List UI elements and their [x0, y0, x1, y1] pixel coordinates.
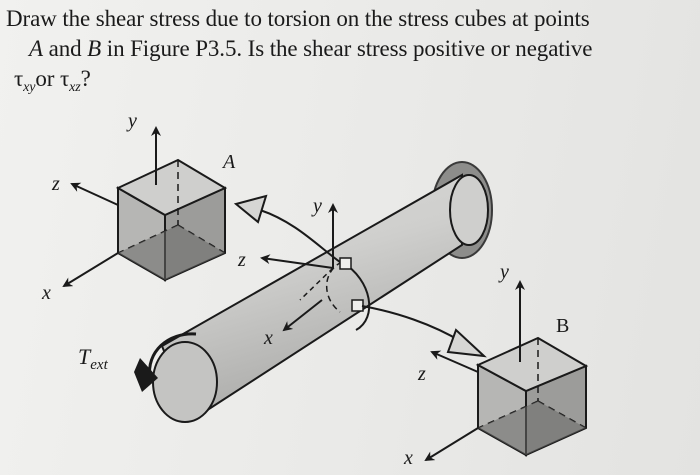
- shaft-x-axis: [282, 299, 323, 332]
- cube-a-y-label: y: [126, 110, 137, 132]
- cube-a-x-label: x: [41, 282, 51, 304]
- leader-arrow-b-head: [446, 328, 487, 358]
- cube-b-x-axis: [424, 427, 479, 462]
- leader-arrow-to-b: [361, 305, 463, 343]
- shaft-z-axis: [260, 254, 334, 269]
- problem-line-2: A and B in Figure P3.5. Is the shear str…: [6, 34, 696, 64]
- cube-b-x-label: x: [403, 447, 413, 469]
- shaft-far-end: [449, 174, 489, 246]
- cube-b-y-label: y: [498, 261, 509, 283]
- stress-cube-a: y z x A: [41, 110, 236, 304]
- subscript-xz: xz: [69, 80, 81, 95]
- external-torque: Text: [78, 332, 197, 392]
- problem-line-3: τxyor τxz?: [6, 64, 696, 98]
- element-marker-b: [351, 299, 364, 312]
- question-mark: ?: [80, 66, 91, 91]
- cube-a-z-label: z: [51, 173, 60, 195]
- stress-cube-b: y z x B: [403, 261, 589, 469]
- cube-b-top-face: [475, 336, 589, 393]
- problem-text-or: or: [35, 66, 60, 91]
- torque-arrowhead: [134, 358, 158, 392]
- torque-label: Text: [78, 344, 109, 373]
- shaft-near-end: [152, 341, 218, 423]
- cube-b-z-axis: [430, 350, 479, 373]
- problem-text-2: in Figure P3.5. Is the shear stress posi…: [101, 36, 593, 61]
- shaft-x-label: x: [263, 327, 273, 349]
- cube-b-bottom-shade: [478, 401, 586, 455]
- problem-line-1: Draw the shear stress due to torsion on …: [6, 4, 696, 34]
- point-b-ref: B: [87, 36, 102, 61]
- torque-symbol: T: [78, 344, 92, 369]
- problem-text-and: and: [42, 36, 88, 61]
- shaft-y-label: y: [311, 195, 322, 217]
- element-marker-a: [339, 257, 352, 270]
- cube-a-top-face: [115, 158, 228, 217]
- shaft-z-label: z: [237, 249, 246, 271]
- tau-symbol-1: τ: [14, 66, 24, 91]
- torque-subscript: ext: [90, 357, 108, 373]
- shaft-section-cut-back: [325, 261, 343, 313]
- cube-a-z-axis: [70, 182, 119, 206]
- point-b-label: B: [556, 315, 569, 337]
- shaft: [152, 161, 493, 423]
- problem-text-1: Draw the shear stress due to torsion on …: [6, 6, 590, 31]
- subscript-xy: xy: [23, 80, 36, 95]
- problem-statement: Draw the shear stress due to torsion on …: [6, 4, 696, 98]
- leader-arrow-to-a: [259, 209, 341, 263]
- tau-symbol-2: τ: [60, 66, 70, 91]
- leader-arrow-a-head: [233, 194, 268, 224]
- point-a-ref: A: [29, 36, 43, 61]
- cube-a-bottom-shade: [118, 225, 225, 280]
- shaft-center-dash: [299, 267, 334, 301]
- cube-a-x-axis: [62, 252, 119, 288]
- cube-b-z-label: z: [417, 363, 426, 385]
- point-a-label: A: [221, 151, 236, 173]
